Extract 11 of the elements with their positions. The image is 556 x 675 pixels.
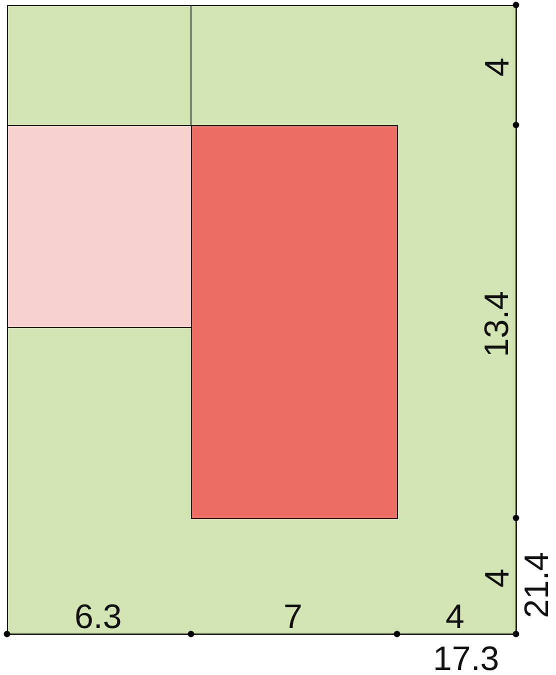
- dimension-label: 4: [480, 58, 514, 76]
- dimension-label: 4: [480, 568, 514, 588]
- room-rectangle: [7, 125, 192, 328]
- dimension-label: 17.3: [433, 642, 500, 675]
- room-rectangle: [191, 125, 398, 519]
- dimension-label: 6.3: [74, 600, 122, 634]
- dimension-label: 21.4: [520, 552, 554, 618]
- plot-area: [7, 5, 517, 635]
- dimension-label: 7: [284, 600, 302, 634]
- dimension-label: 13.4: [480, 290, 514, 358]
- dimension-label: 4: [446, 600, 464, 634]
